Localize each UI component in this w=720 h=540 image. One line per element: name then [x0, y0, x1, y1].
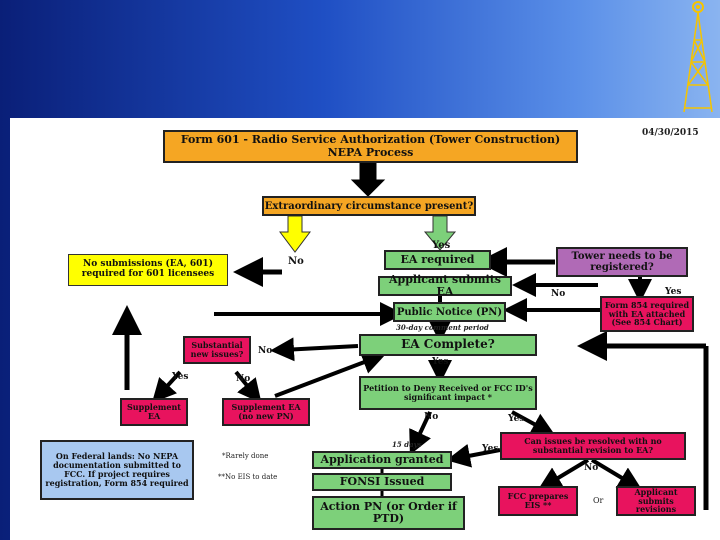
ea-complete-box: EA Complete?: [359, 334, 537, 356]
extraordinary-box: Extraordinary circumstance present?: [262, 196, 476, 216]
yes-label-6: Yes: [482, 444, 499, 454]
comment-period-label: 30-day comment period: [396, 323, 489, 332]
fcc-prepares-eis-box: FCC prepares EIS **: [498, 486, 578, 516]
yes-label-1: Yes: [432, 240, 451, 251]
supplement-ea-pn-box: Supplement EA (no new PN): [222, 398, 310, 426]
yes-label-2: Yes: [665, 287, 682, 297]
no-label-5: No: [424, 412, 439, 422]
no-label-4: No: [236, 374, 251, 384]
federal-lands-box: On Federal lands: No NEPA documentation …: [40, 440, 194, 500]
radio-tower-icon: [683, 1, 713, 113]
application-granted-box: Application granted: [312, 451, 452, 469]
rarely-done-note: *Rarely done: [222, 452, 269, 460]
ea-required-box: EA required: [384, 250, 491, 270]
title-box: Form 601 - Radio Service Authorization (…: [163, 130, 578, 163]
form854-box: Form 854 required with EA attached (See …: [600, 296, 694, 332]
yes-label-3: Yes: [432, 357, 449, 367]
substantial-issues-box: Substantial new issues?: [183, 336, 251, 364]
action-pn-box: Action PN (or Order if PTD): [312, 496, 465, 530]
no-label-2: No: [551, 289, 566, 299]
no-eis-note: **No EIS to date: [218, 473, 278, 481]
applicant-submits-ea-box: Applicant submits EA: [378, 273, 512, 298]
no-label-1: No: [288, 256, 304, 267]
arrow-title-down: [350, 162, 386, 197]
no-label-6: No: [584, 463, 599, 473]
public-notice-box: Public Notice (PN): [393, 302, 506, 322]
no-submissions-box: No submissions (EA, 601) required for 60…: [68, 254, 228, 286]
can-issues-box: Can issues be resolved with no substanti…: [500, 432, 686, 460]
date-label: 04/30/2015: [642, 128, 699, 138]
applicant-revisions-box: Applicant submits revisions: [616, 486, 696, 516]
no-label-3: No: [258, 346, 273, 356]
arrow-yes-down: [423, 215, 457, 251]
fonsi-box: FONSI Issued: [312, 473, 452, 491]
yes-label-5: Yes: [508, 414, 525, 424]
fifteen-days-label: 15 days: [392, 440, 422, 449]
or-label: Or: [593, 496, 604, 505]
supplement-ea-box: Supplement EA: [120, 398, 188, 426]
petition-box: Petition to Deny Received or FCC ID's si…: [359, 376, 537, 410]
arrow-no-down: [279, 215, 311, 253]
yes-label-4: Yes: [172, 372, 189, 382]
tower-registered-box: Tower needs to be registered?: [556, 247, 688, 277]
